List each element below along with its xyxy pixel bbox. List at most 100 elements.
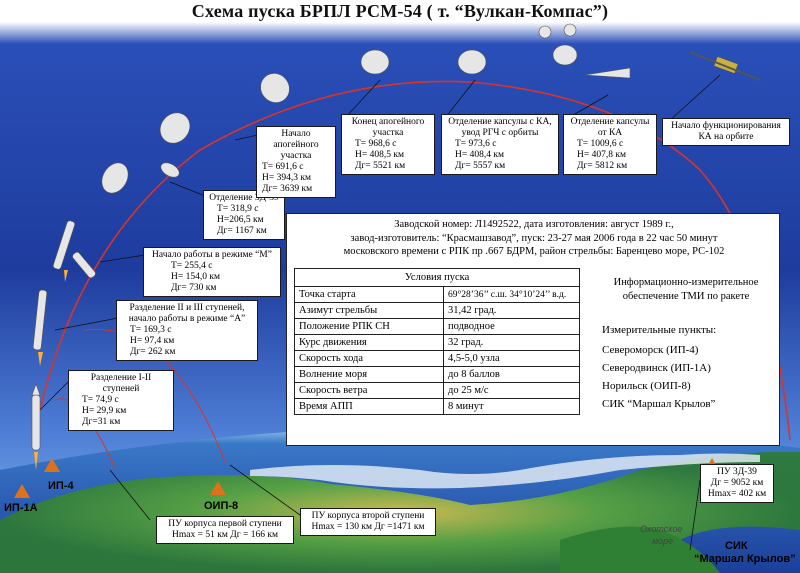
table-row: Точка старта 69°28’36’’ с.ш. 34°10’24’’ …: [294, 286, 580, 303]
event-line: Начало работы в режиме “М”: [152, 250, 272, 260]
measuring-point-item: Норильск (ОИП-8): [602, 380, 691, 392]
event-line: Т= 255,4 с: [171, 261, 213, 271]
info-header-line: московского времени с РПК пр .667 БДРМ, …: [343, 246, 725, 257]
row-value: 8 минут: [443, 398, 580, 415]
site-ip4: ИП-4: [48, 480, 74, 492]
sea-label-line1: Охотское: [640, 524, 683, 534]
launch-conditions-table: Условия пуска Точка старта 69°28’36’’ с.…: [294, 268, 580, 415]
rocket-stages: [31, 23, 761, 451]
info-header: Заводской номер: Л1492522, дата изготовл…: [293, 218, 775, 259]
event-capsule-sep-ka: Отделение капсулы от КА Т= 1009,6 с Н= 4…: [563, 114, 657, 175]
measuring-point-item: Североморск (ИП-4): [602, 344, 699, 356]
impact-stage1-box: ПУ корпуса первой ступени Hmax = 51 км Д…: [156, 516, 294, 544]
event-line: начало работы в режиме “А”: [128, 314, 246, 324]
row-label: Время АПП: [294, 398, 444, 415]
event-capsule-sep-rgch: Отделение капсулы с КА, увод РГЧ с орбит…: [441, 114, 559, 175]
tmi-support-label: Информационно-измерительное обеспечение …: [598, 276, 774, 304]
event-line: КА на орбите: [698, 132, 754, 142]
event-line: Дг=31 км: [82, 417, 121, 427]
event-line: Т= 973,6 с: [455, 139, 497, 149]
event-line: Дг= 5812 км: [577, 161, 628, 171]
event-line: Дг= 3639 км: [262, 184, 313, 194]
event-line: Н= 29,9 км: [82, 406, 127, 416]
impact-stage2-box: ПУ корпуса второй ступени Hmax = 130 км …: [300, 508, 436, 536]
event-line: Отделение 3Д-39: [209, 193, 279, 203]
page-title: Схема пуска БРПЛ РСМ-54 ( т. “Вулкан-Ком…: [191, 1, 609, 21]
row-label: Волнение моря: [294, 366, 444, 383]
event-line: Отделение капсулы с КА,: [448, 117, 552, 127]
event-line: Н= 97,4 км: [130, 336, 175, 346]
table-row: Скорость хода 4,5-5,0 узла: [294, 350, 580, 367]
impact-line: Hmax= 402 км: [707, 489, 767, 499]
impact-line: ПУ корпуса первой ступени: [168, 519, 282, 529]
row-label: Скорость хода: [294, 350, 444, 367]
event-line: Т= 1009,6 с: [577, 139, 624, 149]
table-header-row: Условия пуска: [294, 268, 580, 287]
site-ip1a: ИП-1А: [4, 502, 38, 514]
impact-line: Hmax = 130 км Дг =1471 км: [311, 522, 425, 532]
leader-lines: [39, 74, 721, 551]
table-row: Курс движения 32 град.: [294, 334, 580, 351]
event-line: Т= 968,6 с: [355, 139, 397, 149]
row-value: 4,5-5,0 узла: [443, 350, 580, 367]
event-apogee-end: Конец апогейного участка Т= 968,6 с Н= 4…: [341, 114, 435, 175]
site-oip8: ОИП-8: [204, 500, 239, 512]
event-line: Т= 169,3 с: [130, 325, 172, 335]
event-mode-m: Начало работы в режиме “М” Т= 255,4 с Н=…: [143, 247, 281, 297]
row-label: Азимут стрельбы: [294, 302, 444, 319]
event-line: участка: [372, 128, 404, 138]
event-line: Отделение капсулы: [570, 117, 650, 127]
event-line: Дг= 262 км: [130, 347, 176, 357]
event-stage-sep-1-2: Разделение I-II ступеней Т= 74,9 с Н= 29…: [68, 370, 174, 431]
event-line: увод РГЧ с орбиты: [461, 128, 539, 138]
land-east: [560, 526, 720, 573]
event-line: Н= 408,5 км: [355, 150, 404, 160]
event-sep-3d39: Отделение 3Д-39 Т= 318,9 с Н=206,5 км Дг…: [203, 190, 285, 240]
row-label: Скорость ветра: [294, 382, 444, 399]
row-label: Точка старта: [294, 286, 444, 303]
sea-label-line2: море: [652, 536, 674, 546]
event-line: Т= 74,9 с: [82, 395, 119, 405]
table-row: Скорость ветра до 25 м/с: [294, 382, 580, 399]
impact-line: Hmax = 51 км Дг = 166 км: [172, 530, 278, 540]
row-value: 31,42 град.: [443, 302, 580, 319]
measuring-point-item: СИК “Маршал Крылов”: [602, 398, 716, 410]
event-line: Н= 154,0 км: [171, 272, 220, 282]
event-line: Н= 394,3 км: [262, 173, 311, 183]
table-title: Условия пуска: [294, 268, 580, 287]
event-line: Н= 407,8 км: [577, 150, 626, 160]
row-label: Положение РПК СН: [294, 318, 444, 335]
event-line: Начало апогейного: [273, 129, 319, 150]
event-line: Дг= 1167 км: [217, 226, 267, 236]
event-line: Разделение II и III ступеней,: [129, 303, 245, 313]
table-row: Положение РПК СН подводное: [294, 318, 580, 335]
event-line: от КА: [597, 128, 623, 138]
event-line: участка: [280, 151, 312, 161]
row-value: до 8 баллов: [443, 366, 580, 383]
site-sik-line2: “Маршал Крылов”: [694, 553, 796, 565]
event-line: Разделение I-II ступеней: [90, 373, 152, 394]
table-row: Азимут стрельбы 31,42 град.: [294, 302, 580, 319]
event-line: Дг= 5557 км: [455, 161, 506, 171]
row-value: до 25 м/с: [443, 382, 580, 399]
table-row: Время АПП 8 минут: [294, 398, 580, 415]
event-line: Н=206,5 км: [217, 215, 264, 225]
row-value: 32 град.: [443, 334, 580, 351]
measuring-point-item: Северодвинск (ИП-1А): [602, 362, 711, 374]
tmi-line: обеспечение ТМИ по ракете: [622, 291, 750, 302]
row-value: 69°28’36’’ с.ш. 34°10’24’’ в.д.: [443, 286, 580, 303]
event-line: Т= 691,6 с: [262, 162, 304, 172]
site-sik-line1: СИК: [725, 540, 748, 552]
land-north: [250, 453, 760, 489]
event-stage-sep-2-3: Разделение II и III ступеней, начало раб…: [116, 300, 258, 361]
event-line: Начало функционирования: [671, 121, 781, 131]
impact-line: ПУ корпуса второй ступени: [311, 511, 425, 521]
info-header-line: Заводской номер: Л1492522, дата изготовл…: [394, 219, 674, 230]
impact-line: ПУ 3Д-39: [717, 467, 757, 477]
event-line: Дг= 5521 км: [355, 161, 406, 171]
event-ka-orbit: Начало функционирования КА на орбите: [662, 118, 790, 146]
row-label: Курс движения: [294, 334, 444, 351]
tmi-line: Информационно-измерительное: [613, 277, 759, 288]
impact-3d39-box: ПУ 3Д-39 Дг = 9052 км Hmax= 402 км: [700, 464, 774, 503]
